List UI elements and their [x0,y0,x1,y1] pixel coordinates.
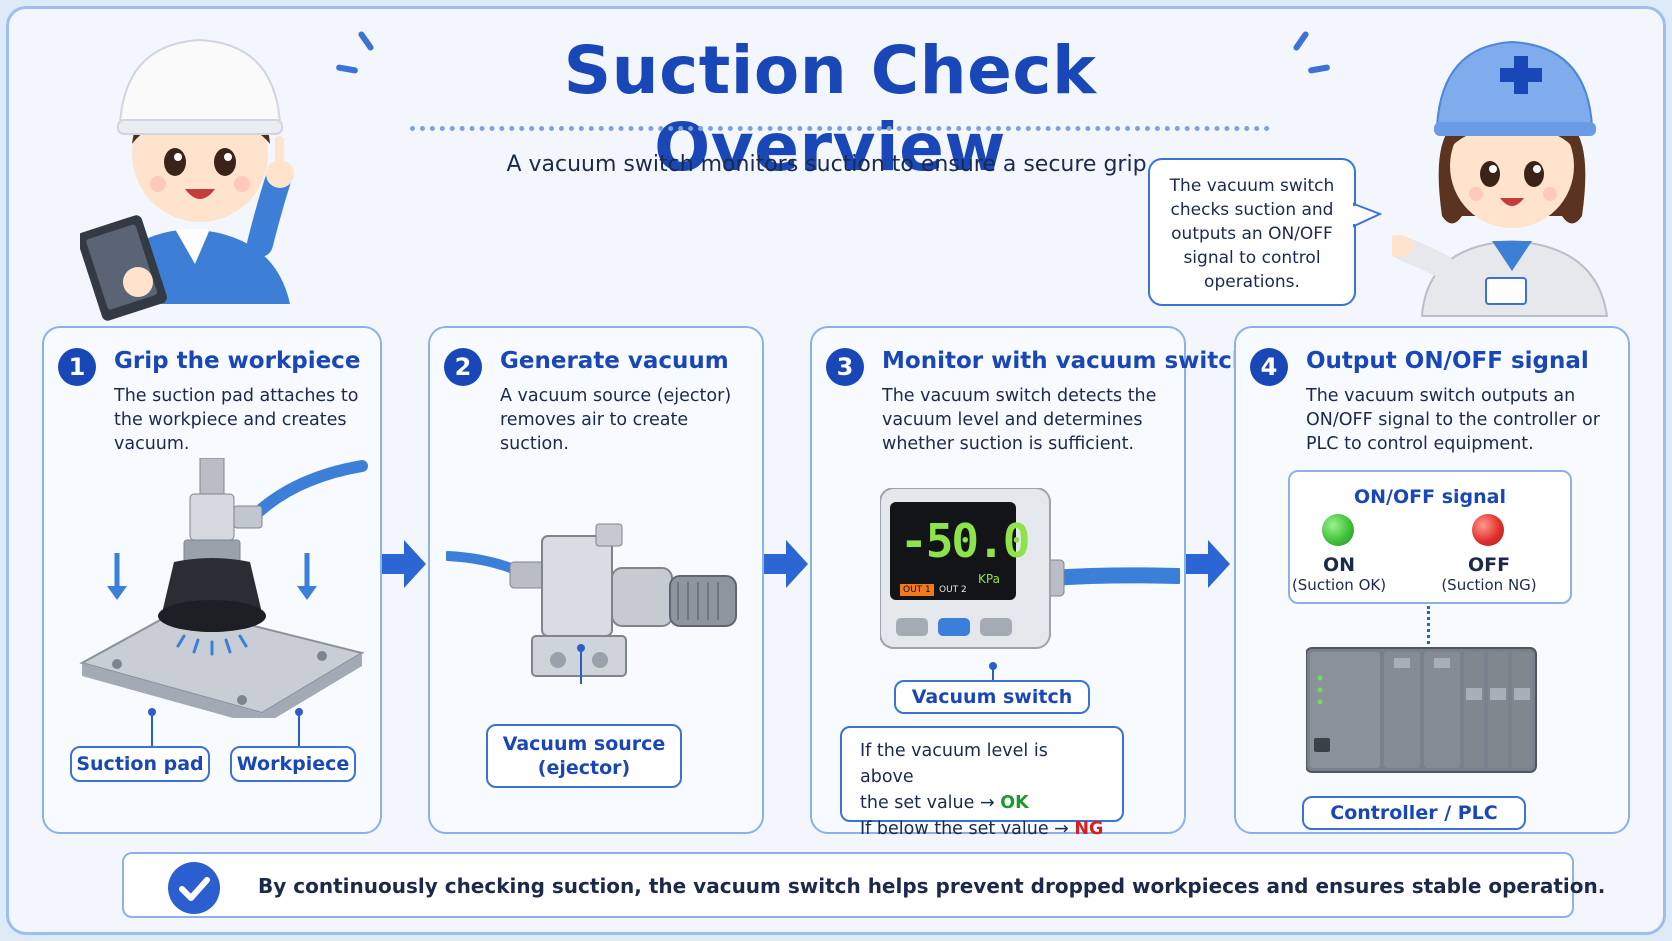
leader-line [298,714,300,748]
arrow-right-icon [1186,540,1230,588]
suction-pad-icon [79,458,368,718]
label-workpiece: Workpiece [230,746,356,782]
label-vacuum-switch: Vacuum switch [894,680,1090,714]
switch-display-unit: KPa [978,572,1000,586]
footer-banner: By continuously checking suction, the va… [122,852,1605,918]
on-lamp-icon [1322,514,1354,546]
step-panel-3: 3 Monitor with vacuum switch The vacuum … [810,326,1248,839]
on-sublabel: (Suction OK) [1291,576,1387,594]
off-sublabel: (Suction NG) [1441,576,1537,594]
label-suction-pad: Suction pad [70,746,210,782]
switch-display-value: -50.0 [900,514,1030,568]
leader-dot [148,708,156,716]
step-number-badge: 2 [444,348,482,386]
condition-ok: OK [1000,793,1029,813]
step-description: The vacuum switch detects the vacuum lev… [882,386,1157,454]
signal-box: ON/OFF signal ON OFF (Suction OK) (Sucti… [1288,470,1572,604]
condition-line-1: If the vacuum level is above [860,741,1048,787]
step-title: Output ON/OFF signal [1306,348,1589,374]
condition-line-2: the set value → OK [860,790,1104,816]
ejector-icon [446,523,737,677]
step-description: A vacuum source (ejector) removes air to… [500,386,732,454]
switch-out1-indicator: OUT 1 [900,584,934,596]
signal-title: ON/OFF signal [1354,486,1506,508]
step-description: The suction pad attaches to the workpiec… [114,386,359,454]
step-description: The vacuum switch outputs an ON/OFF sign… [1306,386,1600,454]
step-number-badge: 1 [58,348,96,386]
condition-line-3: If below the set value → NG [860,816,1104,842]
step-panel-1: 1 Grip the workpiece The suction pad att… [42,326,382,834]
switch-button-left[interactable] [896,618,928,636]
condition-box: If the vacuum level is above the set val… [840,726,1124,839]
footer-text: By continuously checking suction, the va… [258,874,1606,898]
step-panel-2: 2 Generate vacuum A vacuum source (eject… [428,326,764,834]
vacuum-switch-icon [880,488,1180,649]
title-divider [410,126,1270,131]
step-number-badge: 3 [826,348,864,386]
step-title: Grip the workpiece [114,348,361,374]
label-controller-plc: Controller / PLC [1302,796,1526,830]
leader-dot [577,644,585,652]
arrow-right-icon [764,540,808,588]
speech-bubble: The vacuum switch checks suction and out… [1148,158,1356,306]
on-label: ON [1322,554,1356,576]
worker-girl-icon [1392,40,1609,317]
label-vacuum-source: Vacuum source (ejector) [486,724,682,788]
worker-boy-icon [80,38,294,321]
condition-line-3-text: If below the set value → [860,819,1069,839]
checkmark-icon [168,862,220,914]
leader-dot [989,662,997,670]
leader-line [151,714,153,748]
step-title: Monitor with vacuum switch [882,348,1249,374]
leader-line [992,668,994,680]
plc-icon [1306,647,1537,773]
condition-line-2-text: the set value → [860,793,995,813]
leader-dot [295,708,303,716]
step-title: Generate vacuum [500,348,729,374]
switch-out2-indicator: OUT 2 [939,585,967,595]
switch-button-set[interactable] [938,618,970,636]
condition-ng: NG [1074,819,1104,839]
speech-bubble-tail [1352,202,1382,228]
signal-connector [1427,606,1430,650]
page-subtitle: A vacuum switch monitors suction to ensu… [506,152,1154,177]
step-number-badge: 4 [1250,348,1288,386]
page-title: Suction Check Overview [563,32,1097,186]
leader-line [580,648,582,684]
off-label: OFF [1467,554,1511,576]
arrow-right-icon [382,540,426,588]
off-lamp-icon [1472,514,1504,546]
step-panel-4: 4 Output ON/OFF signal The vacuum switch… [1234,326,1630,834]
switch-button-up[interactable] [980,618,1012,636]
